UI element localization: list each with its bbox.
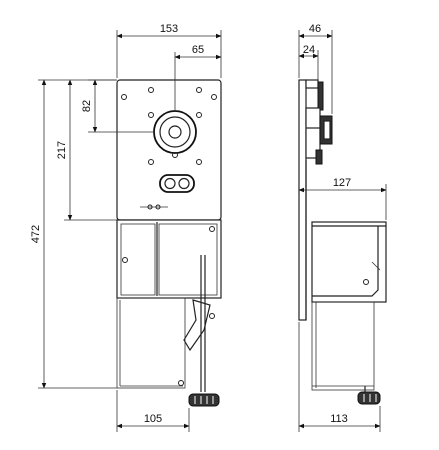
- side-dimensions: 46 24 127 113: [298, 23, 387, 432]
- screw-hole: [196, 159, 202, 165]
- screw-hole: [211, 94, 217, 100]
- camera-lens-ring: [159, 116, 191, 148]
- dim-65: 65: [192, 44, 204, 56]
- lower-housing: [116, 219, 222, 299]
- dim-105: 105: [144, 413, 162, 425]
- dim-472: 472: [30, 225, 42, 243]
- lower-extension: [116, 297, 186, 389]
- screw-hole: [148, 87, 154, 93]
- screw-hole: [148, 112, 154, 118]
- dim-82: 82: [81, 100, 93, 112]
- dim-217: 217: [56, 141, 68, 159]
- side-housing: [311, 221, 387, 303]
- front-view: [116, 79, 222, 407]
- knob-right: [178, 177, 190, 190]
- dim-113: 113: [330, 413, 348, 425]
- side-lower-extension: [311, 301, 375, 391]
- screw-hole: [196, 87, 202, 93]
- screw-hole: [196, 112, 202, 118]
- dim-127: 127: [333, 177, 351, 189]
- side-back-plate: [298, 79, 307, 321]
- screw-hole: [172, 152, 178, 158]
- upper-plate: [116, 79, 222, 221]
- screw-hole: [148, 159, 154, 165]
- screw-hole: [121, 94, 127, 100]
- front-dimensions: 153 65 82 217 472 105: [30, 23, 222, 432]
- side-view: [298, 79, 387, 405]
- dim-153: 153: [160, 23, 178, 35]
- knob-left: [164, 177, 176, 190]
- camera-lens-inner: [168, 125, 182, 139]
- dim-46: 46: [309, 23, 321, 35]
- knob-slot: [159, 174, 195, 193]
- foot-handwheel: [188, 393, 220, 407]
- dim-24: 24: [303, 44, 315, 56]
- side-foot: [357, 391, 381, 405]
